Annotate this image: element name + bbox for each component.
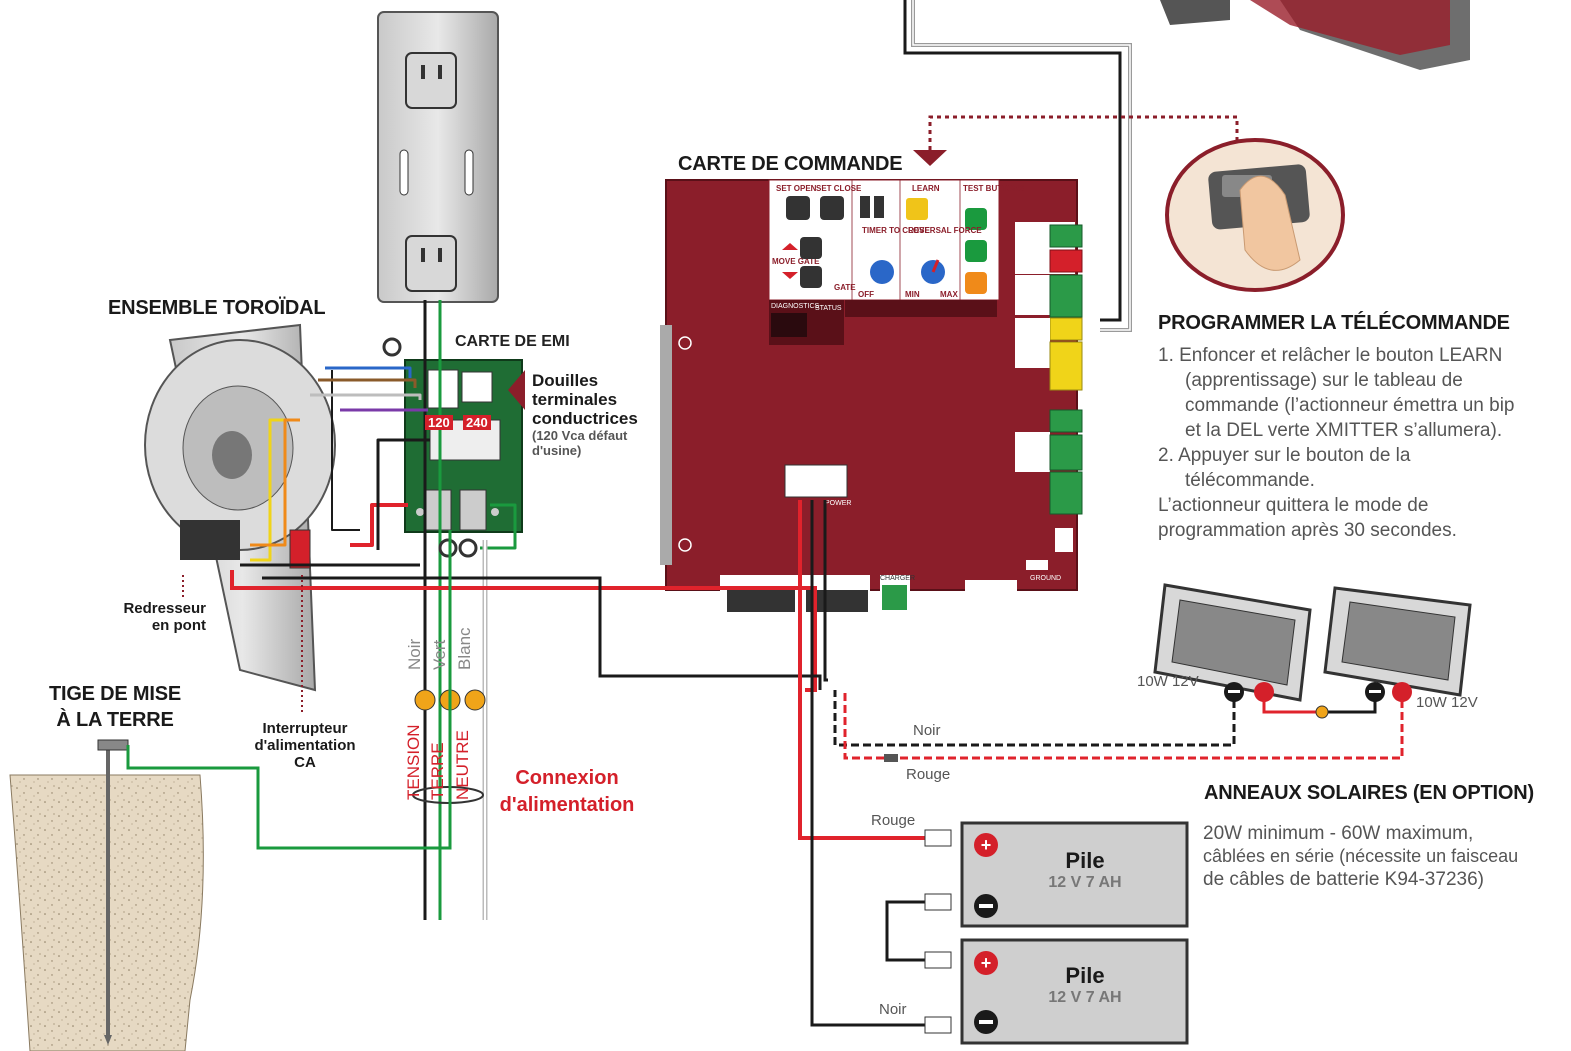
battery-1: +	[960, 821, 1189, 928]
solar-wiring	[833, 690, 1404, 762]
ac-wiring	[240, 300, 517, 920]
outlet-bottom	[405, 235, 457, 292]
test-close-button[interactable]	[965, 240, 987, 262]
board-learn: LEARN	[912, 184, 940, 193]
remote-link-arrow	[913, 150, 947, 166]
board-status: STATUS	[815, 305, 842, 312]
solar-description: 20W minimum - 60W maximum, câblées en sé…	[1203, 823, 1519, 890]
outlet-top	[405, 52, 457, 109]
battery-2: +	[960, 938, 1189, 1045]
terre-label: TERRE	[428, 742, 447, 800]
board-diagnostics: DIAGNOSTICS	[771, 303, 820, 310]
board-alarm: ALARM	[997, 603, 1021, 610]
solar-panel-left	[1153, 583, 1312, 702]
battery-wire-black: Noir	[879, 1001, 907, 1018]
emi-board-title: CARTE DE EMI	[455, 333, 570, 350]
solar-wire-black: Noir	[913, 722, 941, 739]
control-board: SET OPEN SET CLOSE LEARN TEST BUTTONS MO…	[660, 179, 1083, 615]
power-switch-label: Interrupteur d'alimentation CA	[254, 720, 356, 771]
wire-nut-neutre	[464, 689, 486, 711]
remote-title: PROGRAMMER LA TÉLÉCOMMANDE	[1158, 312, 1510, 334]
wire-label-black: Noir	[405, 638, 424, 670]
wall-plate	[377, 11, 499, 303]
voltage-240: 240	[463, 415, 491, 430]
svg-text:+: +	[981, 953, 992, 973]
toroid-red-wire	[230, 570, 817, 692]
terminals-label: Douilles terminales conductrices (120 Vc…	[532, 371, 638, 458]
tension-label: TENSION	[404, 724, 423, 800]
bridge-rectifier	[180, 520, 240, 560]
test-stop-button[interactable]	[965, 272, 987, 294]
ground-rod	[9, 530, 452, 1051]
power-switch[interactable]	[289, 529, 311, 569]
timer-dial[interactable]	[870, 260, 894, 284]
board-off: OFF	[858, 290, 874, 299]
board-reset: RESET	[975, 603, 999, 610]
board-timer-to-close: TIMER TO CLOSE	[862, 226, 931, 235]
solar-left-rating: 10W 12V	[1137, 673, 1199, 690]
toroid-assembly-title: ENSEMBLE TOROÏDAL	[108, 297, 326, 319]
board-gate: GATE	[834, 283, 856, 292]
board-reversal-force: REVERSAL FORCE	[908, 226, 982, 235]
remote-steps: 1. Enfoncer et relâcher le bouton LEARN …	[1158, 345, 1515, 541]
ring-terminal	[382, 337, 402, 357]
power-connection-label: Connexion d'alimentation	[499, 767, 635, 816]
svg-text:+: +	[981, 835, 992, 855]
operator-cable	[903, 0, 1470, 332]
wire-nut-tension	[414, 689, 436, 711]
solar-title: ANNEAUX SOLAIRES (EN OPTION)	[1204, 782, 1534, 804]
set-open-button[interactable]	[786, 196, 810, 220]
solar-panel-right	[1323, 586, 1472, 702]
board-charger: CHARGER	[880, 575, 915, 582]
test-open-button[interactable]	[965, 208, 987, 230]
toroid-assembly	[144, 323, 336, 692]
bridge-rectifier-label: Redresseur en pont	[123, 600, 206, 634]
ground-rod-title: TIGE DE MISE À LA TERRE	[48, 683, 182, 731]
board-test-buttons: TEST BUTTONS	[963, 184, 1025, 193]
voltage-120: 120	[425, 415, 453, 430]
toroid-black-wire	[262, 576, 822, 690]
remote-illustration	[1165, 138, 1345, 292]
battery-2-label: Pile 12 V 7 AH	[1048, 963, 1122, 1006]
control-board-title: CARTE DE COMMANDE	[678, 153, 903, 175]
battery-wire-red: Rouge	[871, 812, 916, 829]
terminals-arrow	[508, 370, 525, 410]
neutre-label: NEUTRE	[453, 730, 472, 800]
battery-1-label: Pile 12 V 7 AH	[1048, 848, 1122, 891]
wire-label-green: Vert	[430, 639, 449, 670]
set-close-button[interactable]	[820, 196, 844, 220]
board-set-close: SET CLOSE	[816, 184, 862, 193]
board-power: POWER	[825, 500, 851, 507]
battery-wiring	[798, 500, 930, 1027]
solar-wire-red: Rouge	[906, 766, 951, 783]
board-min: MIN	[905, 290, 920, 299]
board-set-open: SET OPEN	[776, 184, 817, 193]
remote-link-dots	[928, 115, 1239, 150]
board-max: MAX	[940, 290, 958, 299]
wire-label-white: Blanc	[455, 627, 474, 670]
board-move-gate: MOVE GATE	[772, 257, 820, 266]
learn-button[interactable]	[906, 198, 928, 220]
solar-right-rating: 10W 12V	[1416, 694, 1478, 711]
board-ground: GROUND	[1030, 575, 1061, 582]
